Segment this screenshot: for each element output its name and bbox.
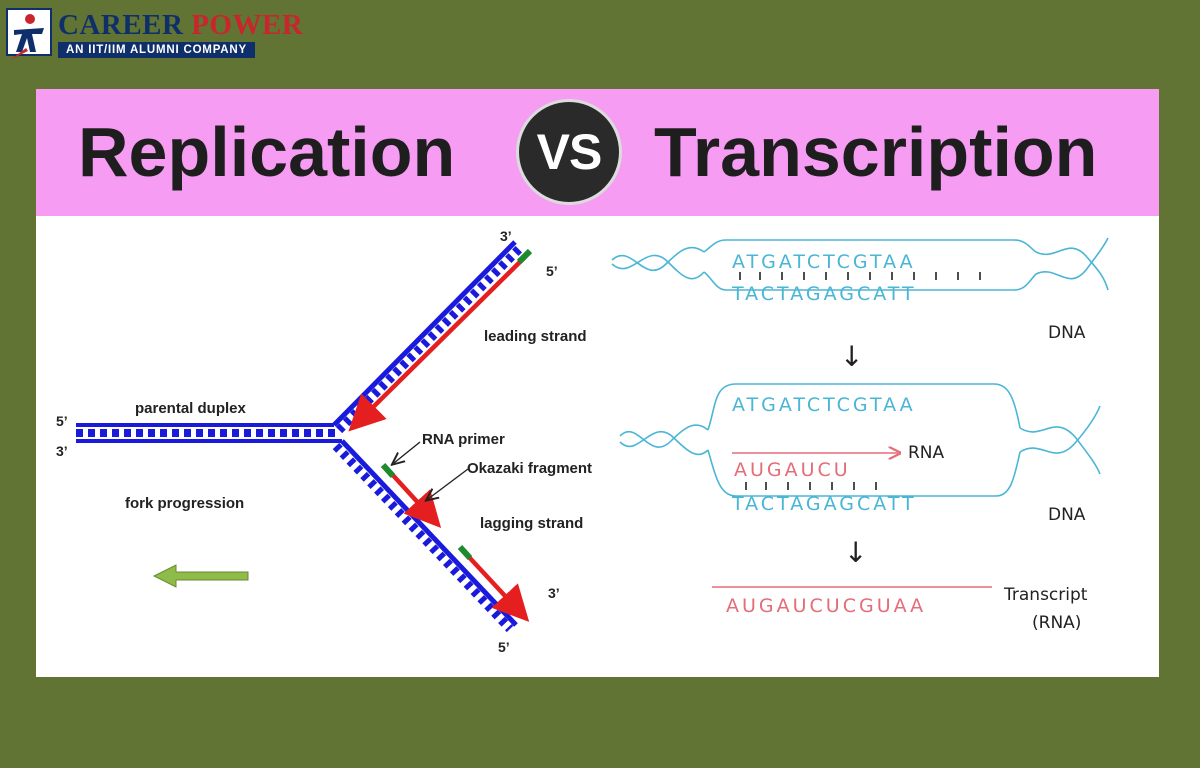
lower-fork-arm — [332, 439, 530, 633]
okazaki-pointer — [428, 468, 469, 499]
parent-bottom-end-label: 3’ — [56, 443, 68, 459]
lagging-strand-label: lagging strand — [480, 515, 583, 532]
transcription-title: Transcription — [654, 113, 1098, 191]
dna1-base-pairs — [739, 272, 981, 280]
logo: CAREER POWER AN IIT/IIM ALUMNI COMPANY — [6, 6, 316, 62]
vs-badge: VS — [516, 99, 622, 205]
title-banner: Replication VS Transcription — [36, 89, 1159, 216]
dna2-top-sequence: ATGATCTCGTAA — [732, 394, 916, 416]
brand-tagline: AN IIT/IIM ALUMNI COMPANY — [58, 42, 255, 58]
okazaki-fragment-2 — [466, 554, 530, 622]
fork-progression-arrow — [152, 564, 249, 588]
okazaki-fragment-label: Okazaki fragment — [467, 460, 592, 477]
upper-inner-end-label: 5’ — [546, 263, 558, 279]
fork-progression-label: fork progression — [125, 495, 244, 512]
upper-outer-end-label: 3’ — [500, 228, 512, 244]
dna1-top-sequence: ATGATCTCGTAA — [732, 251, 916, 273]
transcription-diagram: ATGATCTCGTAA TACTAGAGCATT DNA ↓ ATGATCTC… — [611, 237, 1109, 633]
parental-duplex-strands — [76, 423, 342, 443]
down-arrow-2: ↓ — [844, 536, 867, 569]
lower-outer-end-label: 5’ — [498, 639, 510, 655]
transcript-rna-label: (RNA) — [1032, 613, 1081, 633]
transcript-label: Transcript — [1003, 585, 1088, 605]
infographic-panel: Replication VS Transcription — [36, 89, 1159, 677]
person-runner-icon — [6, 8, 52, 60]
leading-primer — [516, 248, 533, 265]
dna1-label: DNA — [1048, 323, 1086, 343]
rna-partial-sequence: AUGAUCU — [734, 459, 851, 481]
brand-career: CAREER — [58, 9, 184, 41]
rna-primer-pointer — [394, 441, 421, 463]
dna2-label: DNA — [1048, 505, 1086, 525]
leading-strand-label: leading strand — [484, 328, 587, 345]
parental-duplex-label: parental duplex — [135, 400, 247, 417]
okazaki-fragment-1 — [388, 470, 442, 528]
comparison-diagram: parental duplex fork progression leading… — [56, 228, 1109, 655]
down-arrow-1: ↓ — [840, 340, 863, 373]
replication-title: Replication — [78, 113, 456, 191]
upper-fork-arm — [332, 240, 533, 434]
dna-double-helix-1 — [611, 237, 1109, 291]
dna-double-helix-2 — [619, 383, 1101, 497]
brand-power: POWER — [191, 9, 304, 41]
brand-name: CAREER POWER — [58, 8, 303, 42]
dna2-base-pairs — [745, 482, 877, 490]
parent-top-end-label: 5’ — [56, 413, 68, 429]
rna-label: RNA — [908, 443, 945, 463]
lower-inner-end-label: 3’ — [548, 585, 560, 601]
dna1-bottom-sequence: TACTAGAGCATT — [731, 283, 917, 305]
dna2-bottom-sequence: TACTAGAGCATT — [731, 493, 917, 515]
rna-primer-label: RNA primer — [422, 431, 505, 448]
rna-primer-1 — [380, 462, 396, 479]
replication-fork: parental duplex fork progression leading… — [56, 228, 592, 655]
rna-primer-2 — [457, 544, 473, 561]
transcript-sequence: AUGAUCUCGUAA — [726, 595, 926, 617]
